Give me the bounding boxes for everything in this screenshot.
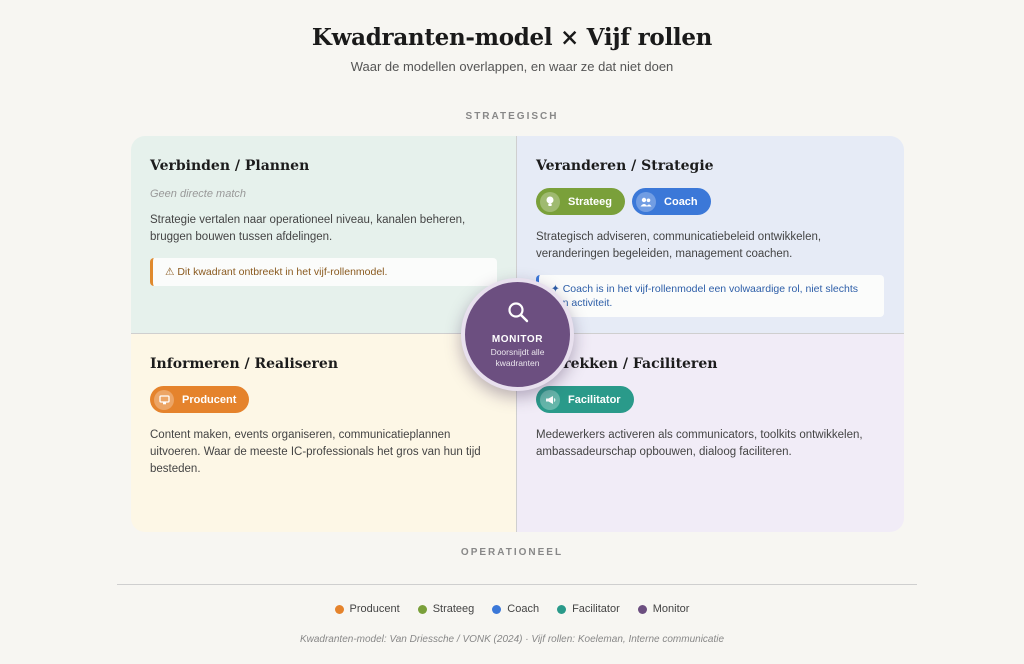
role-chip-strateeg: Strateeg [536,188,626,215]
role-chips: Strateeg Coach [536,188,885,215]
legend: Producent Strateeg Coach Facilitator Mon… [0,603,1024,615]
quadrant-veranderen-strategie: Veranderen / Strategie Strateeg Coach St… [517,136,904,334]
quadrant-description: Content maken, events organiseren, commu… [150,429,481,475]
role-chip-facilitator: Facilitator [536,386,634,413]
search-icon [507,301,529,328]
legend-item-coach: Coach [492,603,539,615]
legend-label: Facilitator [572,603,620,615]
legend-label: Monitor [652,603,690,615]
page-subtitle: Waar de modellen overlappen, en waar ze … [350,59,674,74]
megaphone-icon [540,389,560,410]
quadrant-title: Betrekken / Faciliteren [536,356,718,372]
chip-label: Strateeg [568,195,613,208]
no-match-note: Geen directe match [150,188,246,200]
legend-item-producent: Producent [334,603,400,615]
source-citation: Kwadranten-model: Van Driessche / VONK (… [299,634,725,645]
quadrant-betrekken-faciliteren: Betrekken / Faciliteren Facilitator Mede… [517,334,904,532]
chip-label: Producent [182,393,237,406]
legend-item-monitor: Monitor [637,603,690,615]
axis-label-operational: OPERATIONEEL [460,547,564,558]
role-chip-producent: Producent [150,386,250,413]
role-chips: Facilitator [536,386,885,413]
monitor-circle: MONITOR Doorsnijdt alle kwadranten [461,278,574,391]
quadrant-description: Strategisch adviseren, communicatiebelei… [536,231,822,260]
quadrant-description: Strategie vertalen naar operationeel niv… [150,214,466,243]
legend-dot [637,604,647,614]
role-chips: Producent [150,386,497,413]
legend-dot [417,604,427,614]
legend-dot [492,604,502,614]
lightbulb-icon [540,191,560,212]
info-callout: ✦ Coach is in het vijf-rollenmodel een v… [536,275,884,317]
divider [117,584,917,585]
monitor-title: MONITOR [491,333,544,345]
quadrant-title: Informeren / Realiseren [150,356,339,372]
monitor-screen-icon [154,389,174,410]
legend-label: Coach [507,603,540,615]
axis-label-strategic: STRATEGISCH [465,111,559,122]
legend-dot [334,604,344,614]
chip-label: Coach [664,195,698,208]
legend-label: Producent [349,603,400,615]
legend-item-facilitator: Facilitator [557,603,620,615]
legend-dot [557,604,567,614]
page-title: Kwadranten-model × Vijf rollen [311,24,713,51]
monitor-subtitle: Doorsnijdt alle kwadranten [490,346,545,368]
quadrant-title: Verbinden / Plannen [150,158,310,174]
role-chip-coach: Coach [632,188,711,215]
legend-label: Strateeg [432,603,475,615]
chip-label: Facilitator [568,393,621,406]
quadrant-verbinden-plannen: Verbinden / Plannen Geen directe match S… [131,136,517,334]
quadrant-description: Medewerkers activeren als communicators,… [536,429,863,458]
quadrant-title: Veranderen / Strategie [536,158,714,174]
quadrant-grid: Verbinden / Plannen Geen directe match S… [131,136,904,532]
legend-item-strateeg: Strateeg [417,603,475,615]
people-icon [636,191,657,212]
warning-callout: ⚠ Dit kwadrant ontbreekt in het vijf-rol… [150,258,497,286]
quadrant-informeren-realiseren: Informeren / Realiseren Producent Conten… [131,334,517,532]
